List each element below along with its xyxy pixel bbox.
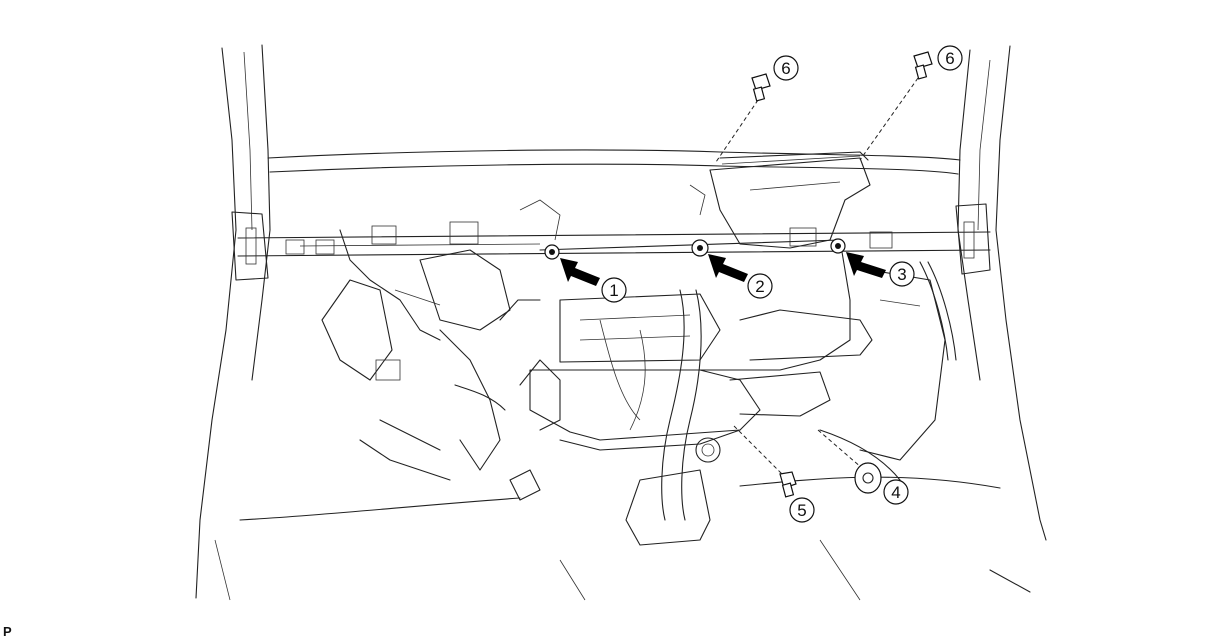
arrow-1: [544, 244, 600, 286]
callout-5-label: 5: [797, 501, 806, 520]
callout-4-label: 4: [891, 483, 900, 502]
callout-5: 5: [789, 497, 815, 523]
callout-4: 4: [883, 479, 909, 505]
callout-6-right: 6: [937, 45, 963, 71]
instrument-panel-reinforcement: [231, 203, 991, 281]
right-side-panels: [819, 269, 946, 481]
arrow-3: [830, 238, 886, 278]
fastener-leader-lines: [715, 77, 919, 479]
steering-column-area: [321, 229, 541, 501]
figure-code: P: [3, 624, 12, 639]
heater-and-ac-unit: [519, 151, 957, 546]
callout-6-left-label: 6: [781, 59, 790, 78]
callout-1: 1: [601, 277, 627, 303]
bolt-icon: [751, 51, 933, 498]
callout-3: 3: [889, 261, 915, 287]
callout-6-left: 6: [773, 55, 799, 81]
callout-3-label: 3: [897, 265, 906, 284]
callout-2-label: 2: [755, 277, 764, 296]
arrow-2: [691, 239, 748, 282]
callout-6-right-label: 6: [945, 49, 954, 68]
callout-1-label: 1: [609, 281, 618, 300]
clip-icon: [854, 462, 882, 494]
callout-2: 2: [747, 273, 773, 299]
